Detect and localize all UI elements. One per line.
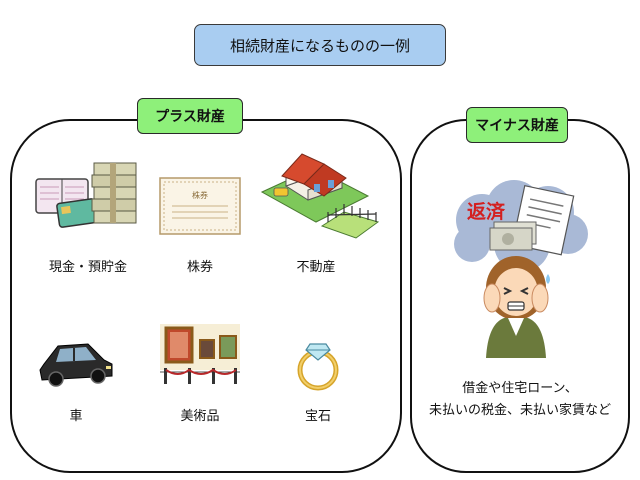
ring-icon xyxy=(290,334,346,392)
artwork-icon xyxy=(158,322,242,386)
certificate-title: 株券 xyxy=(192,190,208,200)
cash-label: 現金・預貯金 xyxy=(48,260,127,275)
page-title-text: 相続財産になるものの一例 xyxy=(229,36,410,55)
house-and-land-icon xyxy=(258,150,382,242)
minus-text-line2: 未払いの税金、未払い家賃など xyxy=(428,403,611,418)
stock-certificate-icon: 株券 xyxy=(158,176,242,236)
artwork-label: 美術品 xyxy=(180,409,220,424)
cash-and-passbook-icon xyxy=(32,155,142,235)
minus-assets-label-text: マイナス財産 xyxy=(475,118,559,134)
minus-assets-description: 借金や住宅ローン、 未払いの税金、未払い家賃など xyxy=(412,378,628,422)
jewelry-label: 宝石 xyxy=(304,409,331,424)
stock-label: 株券 xyxy=(186,260,213,275)
repayment-sign-text: 返済 xyxy=(467,200,506,223)
plus-assets-label-text: プラス財産 xyxy=(155,109,225,125)
page-title: 相続財産になるものの一例 xyxy=(194,24,446,66)
car-label: 車 xyxy=(69,409,83,424)
worried-woman-debt-icon: 返済 xyxy=(452,178,592,358)
car-icon xyxy=(36,334,116,390)
real-estate-label: 不動産 xyxy=(296,260,336,275)
minus-assets-label: マイナス財産 xyxy=(466,107,568,143)
plus-assets-label: プラス財産 xyxy=(137,98,243,134)
minus-text-line1: 借金や住宅ローン、 xyxy=(462,381,578,396)
